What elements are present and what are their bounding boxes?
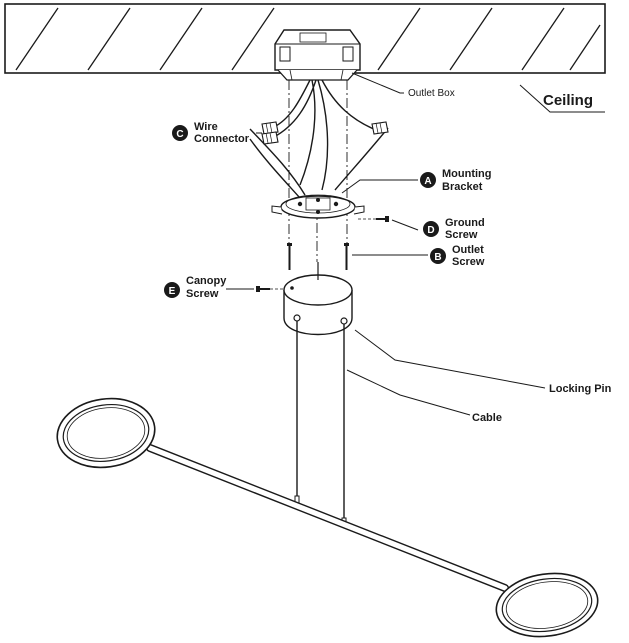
canopy-screw-label-line1: Canopy xyxy=(186,275,227,287)
wire-connector-callout: C Wire Connector xyxy=(172,121,250,145)
badge-a xyxy=(420,172,436,188)
mounting-bracket-label-line1: Mounting xyxy=(442,168,491,180)
canopy xyxy=(283,262,353,336)
light-fixture xyxy=(56,397,599,638)
leader-lines xyxy=(226,72,605,416)
badge-e xyxy=(164,282,180,298)
badge-c-letter: C xyxy=(176,129,183,140)
badge-e-letter: E xyxy=(169,286,176,297)
mounting-bracket xyxy=(271,194,365,219)
cable-label: Cable xyxy=(472,412,502,424)
outlet-screw-label-line1: Outlet xyxy=(452,244,484,256)
outlet-box xyxy=(274,29,361,81)
suspension-cables xyxy=(293,314,348,526)
wire-connector-label-line2: Connector xyxy=(194,133,250,145)
ground-screw-callout: D Ground Screw xyxy=(423,217,485,241)
outlet-screw-callout: B Outlet Screw xyxy=(430,244,485,268)
outlet-box-label: Outlet Box xyxy=(408,88,455,99)
alignment-guides xyxy=(288,80,348,262)
ceiling-label: Ceiling xyxy=(543,92,593,109)
badge-b-letter: B xyxy=(434,252,441,263)
wires xyxy=(249,79,389,199)
locking-pin-label: Locking Pin xyxy=(549,383,612,395)
canopy-screw-label-line2: Screw xyxy=(186,288,219,300)
outlet-screw-label-line2: Screw xyxy=(452,256,485,268)
mounting-bracket-callout: A Mounting Bracket xyxy=(420,168,491,193)
badge-c xyxy=(172,125,188,141)
ground-screw-label-line1: Ground xyxy=(445,217,485,229)
badge-d-letter: D xyxy=(427,225,434,236)
wire-connectors xyxy=(261,121,389,145)
canopy-screw-callout: E Canopy Screw xyxy=(164,275,227,300)
canopy-screw xyxy=(256,286,283,292)
ground-screw-label-line2: Screw xyxy=(445,229,478,241)
outlet-screws xyxy=(287,243,349,270)
badge-a-letter: A xyxy=(424,176,431,187)
ground-screw xyxy=(358,216,389,222)
badge-b xyxy=(430,248,446,264)
mounting-bracket-label-line2: Bracket xyxy=(442,181,483,193)
wire-connector-label-line1: Wire xyxy=(194,121,218,133)
badge-d xyxy=(423,221,439,237)
